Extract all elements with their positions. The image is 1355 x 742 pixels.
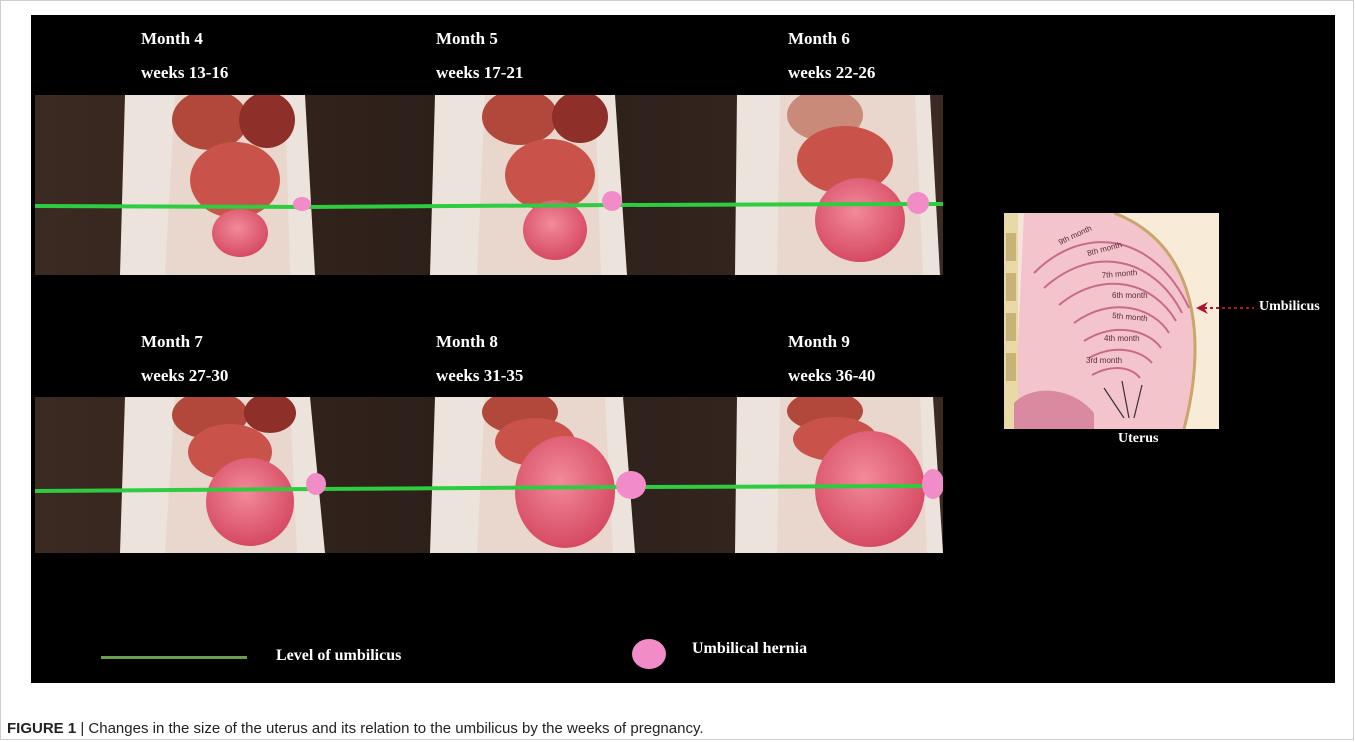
- panel-month-label: Month 7: [141, 332, 203, 352]
- inset-month-label: 3rd month: [1086, 356, 1122, 365]
- torso-figure: [735, 95, 940, 275]
- panel-weeks-label: weeks 36-40: [788, 366, 875, 386]
- torso-figure: [430, 397, 635, 553]
- photo-strip-bottom: [35, 397, 943, 553]
- panel-weeks-label: weeks 27-30: [141, 366, 228, 386]
- umbilical-hernia-marker: [907, 192, 929, 214]
- figure-caption: FIGURE 1 | Changes in the size of the ut…: [7, 720, 704, 737]
- caption-text: | Changes in the size of the uterus and …: [76, 720, 703, 737]
- panel-weeks-label: weeks 13-16: [141, 63, 228, 83]
- legend-dot-swatch: [632, 639, 666, 669]
- inset-month-label: 4th month: [1104, 334, 1140, 343]
- photo-strip-top: [35, 95, 943, 275]
- torso-figure: [120, 95, 315, 275]
- torso-figure: [430, 95, 627, 275]
- uterus-growth-diagram: 9th month 8th month 7th month 6th month …: [1004, 213, 1219, 429]
- umbilical-hernia-marker: [306, 473, 326, 495]
- panel-weeks-label: weeks 31-35: [436, 366, 523, 386]
- torso-figure: [735, 397, 943, 553]
- umbilical-hernia-marker: [616, 471, 646, 499]
- panel-weeks-label: weeks 17-21: [436, 63, 523, 83]
- umbilicus-label: Umbilicus: [1259, 299, 1320, 315]
- umbilicus-arrow: [1196, 298, 1256, 318]
- umbilical-hernia-marker: [922, 469, 943, 499]
- umbilical-hernia-marker: [293, 197, 311, 211]
- legend-line-label: Level of umbilicus: [276, 647, 401, 665]
- panel-month-label: Month 6: [788, 29, 850, 49]
- panel-weeks-label: weeks 22-26: [788, 63, 875, 83]
- panel-month-label: Month 4: [141, 29, 203, 49]
- anatomy-photo-strip-top: [35, 95, 943, 275]
- torso-figure: [120, 397, 325, 553]
- uterus-label: Uterus: [1118, 431, 1158, 447]
- figure-label: FIGURE 1: [7, 720, 76, 737]
- uterus-growth-illustration: 9th month 8th month 7th month 6th month …: [1004, 213, 1219, 429]
- anatomy-photo-strip-bottom: [35, 397, 943, 553]
- umbilical-hernia-marker: [602, 191, 622, 211]
- inset-month-label: 6th month: [1112, 291, 1148, 300]
- panel-month-label: Month 9: [788, 332, 850, 352]
- panel-month-label: Month 8: [436, 332, 498, 352]
- panel-month-label: Month 5: [436, 29, 498, 49]
- legend-line-swatch: [101, 656, 247, 659]
- legend-dot-label: Umbilical hernia: [692, 640, 807, 658]
- figure-panel: Month 4 weeks 13-16 Month 5 weeks 17-21 …: [31, 15, 1335, 683]
